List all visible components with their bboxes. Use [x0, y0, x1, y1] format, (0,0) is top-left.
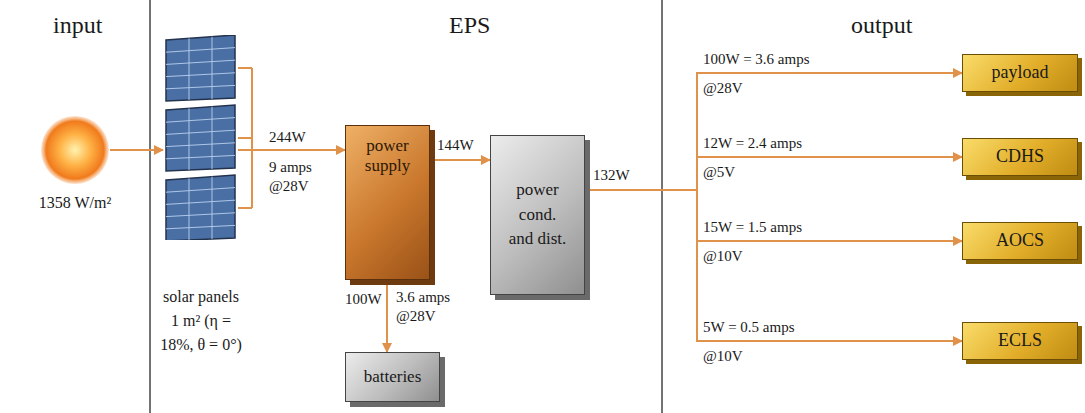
node-label: AOCS [996, 230, 1044, 252]
edge-label: 5W = 0.5 amps [702, 318, 796, 337]
section-heading: output [850, 10, 913, 40]
edge-label: 144W [436, 136, 475, 155]
panel-grid [166, 200, 235, 204]
power-label: 132W [592, 166, 631, 185]
current-voltage-label: 9 amps @28V [268, 158, 332, 196]
edge-label: 100W [344, 290, 383, 309]
edge-label: 244W [268, 128, 307, 147]
panel-grid [166, 143, 235, 147]
node-label: power supply [357, 136, 419, 177]
panel-grid [212, 107, 213, 169]
panel-grid [166, 60, 235, 64]
voltage-label: @5V [702, 163, 736, 182]
panel-grid [166, 213, 235, 217]
subsystem-box: CDHS [962, 138, 1078, 176]
current-voltage-label: 3.6 amps @28V [395, 288, 467, 326]
panel-grid [166, 118, 235, 123]
node-label: ECLS [998, 330, 1042, 352]
power-flow-arrow [585, 157, 962, 190]
panel-grid [189, 108, 190, 170]
section-divider [149, 0, 151, 413]
voltage-label: @10V [702, 347, 744, 366]
power-flow-arrow [238, 149, 345, 151]
power-flow-arrow [430, 159, 490, 161]
panel-grid [212, 177, 213, 239]
panel-wire [251, 68, 253, 208]
solar-panel-drawing [163, 35, 238, 240]
voltage-label: @10V [702, 247, 744, 266]
panel-grid [166, 225, 235, 228]
power-flow-arrow [585, 190, 962, 341]
section-heading: input [52, 10, 103, 40]
node-label: payload [992, 62, 1049, 84]
edge-label: 100W = 3.6 amps [702, 50, 811, 69]
power-conditioning-box: power cond. and dist. [490, 135, 585, 295]
voltage-label: @28V [702, 79, 744, 98]
power-flow-arrow [110, 149, 163, 151]
subsystem-box: AOCS [962, 222, 1078, 260]
node-label: power cond. and dist. [508, 178, 568, 252]
solar-panel [166, 105, 235, 171]
panel-grid [166, 85, 235, 88]
section-heading: EPS [448, 10, 491, 40]
panel-wire [238, 137, 252, 139]
solar-panel [166, 35, 235, 101]
power-flow-arrow [386, 280, 388, 352]
power-flow-arrow [585, 190, 962, 241]
sun-source: 1358 W/m² [40, 115, 110, 185]
sun-drawing [40, 115, 110, 185]
panel-grid [166, 73, 235, 77]
section-divider [661, 0, 663, 413]
power-supply-box: power supply [345, 125, 430, 280]
node-label: CDHS [996, 146, 1044, 168]
panel-grid [166, 188, 235, 193]
power-flow-arrow [585, 73, 962, 190]
panel-grid [166, 48, 235, 53]
battery-box: batteries [345, 352, 440, 402]
solar-panels: solar panels 1 m² (η = 18%, θ = 0°) [163, 35, 238, 240]
panel-grid [189, 38, 190, 100]
subsystem-box: ECLS [962, 322, 1078, 360]
node-caption: 1358 W/m² [5, 191, 145, 215]
panel-grid [212, 37, 213, 99]
sun-disc [41, 116, 109, 184]
panel-grid [189, 178, 190, 240]
edge-label: 15W = 1.5 amps [702, 218, 803, 237]
solar-panel [166, 175, 235, 240]
panel-wire [238, 207, 252, 209]
payload-box: payload [962, 54, 1078, 92]
node-label: batteries [364, 365, 422, 390]
panel-wire [238, 67, 252, 69]
panel-grid [166, 155, 235, 158]
panel-grid [166, 130, 235, 134]
edge-label: 12W = 2.4 amps [702, 134, 803, 153]
node-caption: solar panels 1 m² (η = 18%, θ = 0°) [159, 285, 243, 357]
